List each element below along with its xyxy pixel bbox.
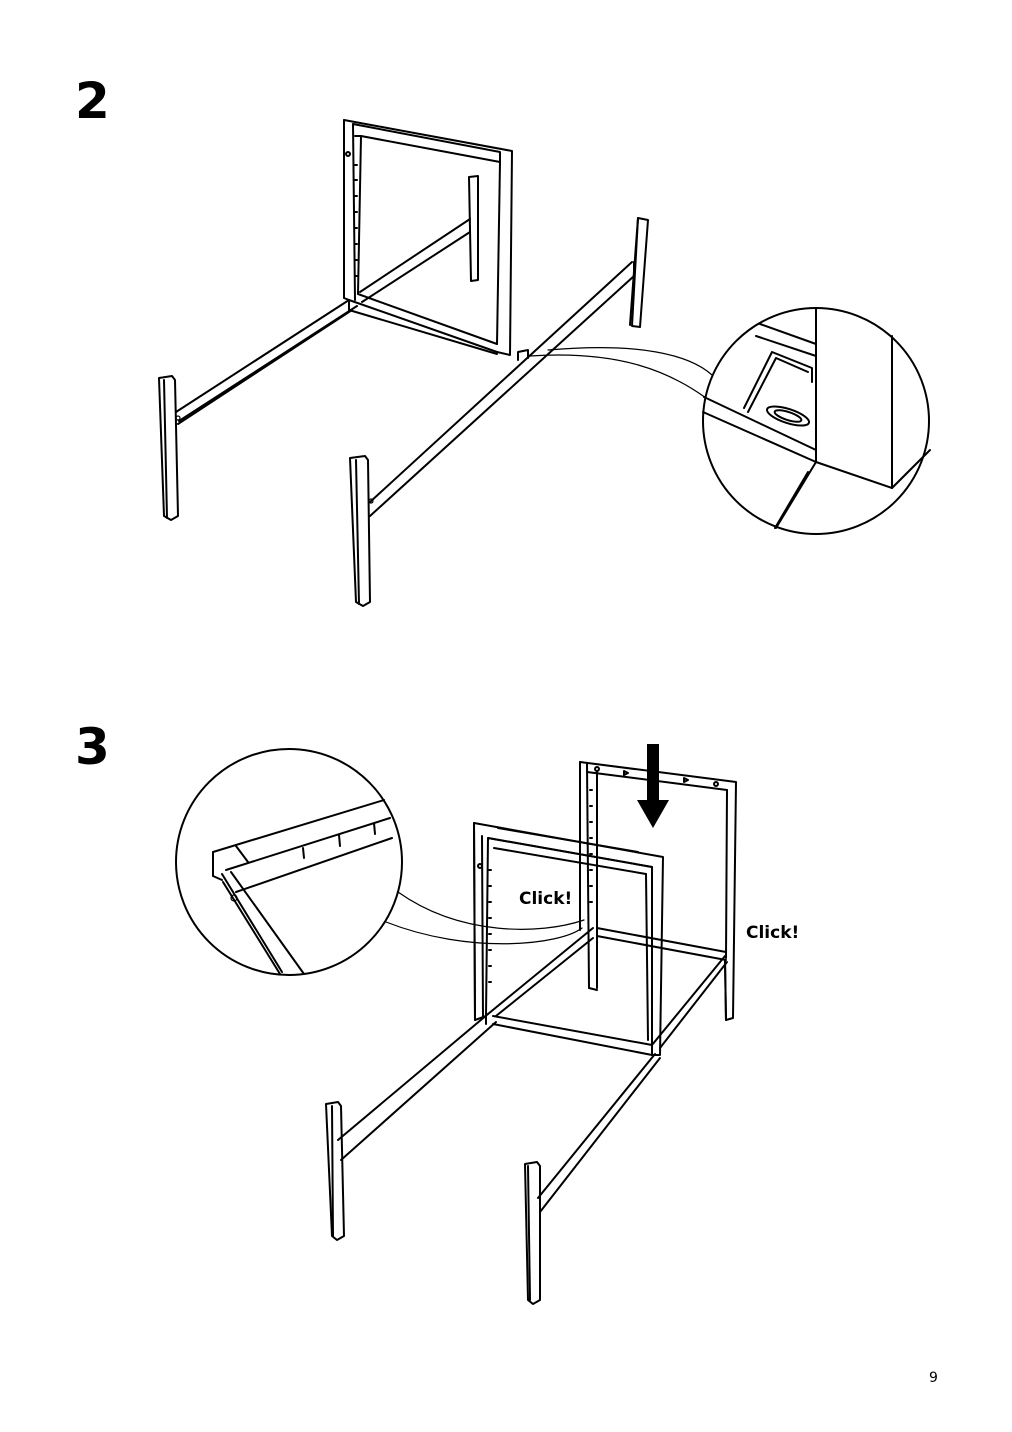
step-2-number: 2 (75, 72, 110, 130)
click-label-left: Click! (519, 889, 573, 909)
click-label-right: Click! (746, 923, 800, 943)
step-2-frame-drawing (158, 119, 931, 607)
page-number: 9 (929, 1370, 938, 1386)
step-3-number: 3 (75, 718, 110, 776)
step-3-frame-drawing (175, 744, 737, 1305)
